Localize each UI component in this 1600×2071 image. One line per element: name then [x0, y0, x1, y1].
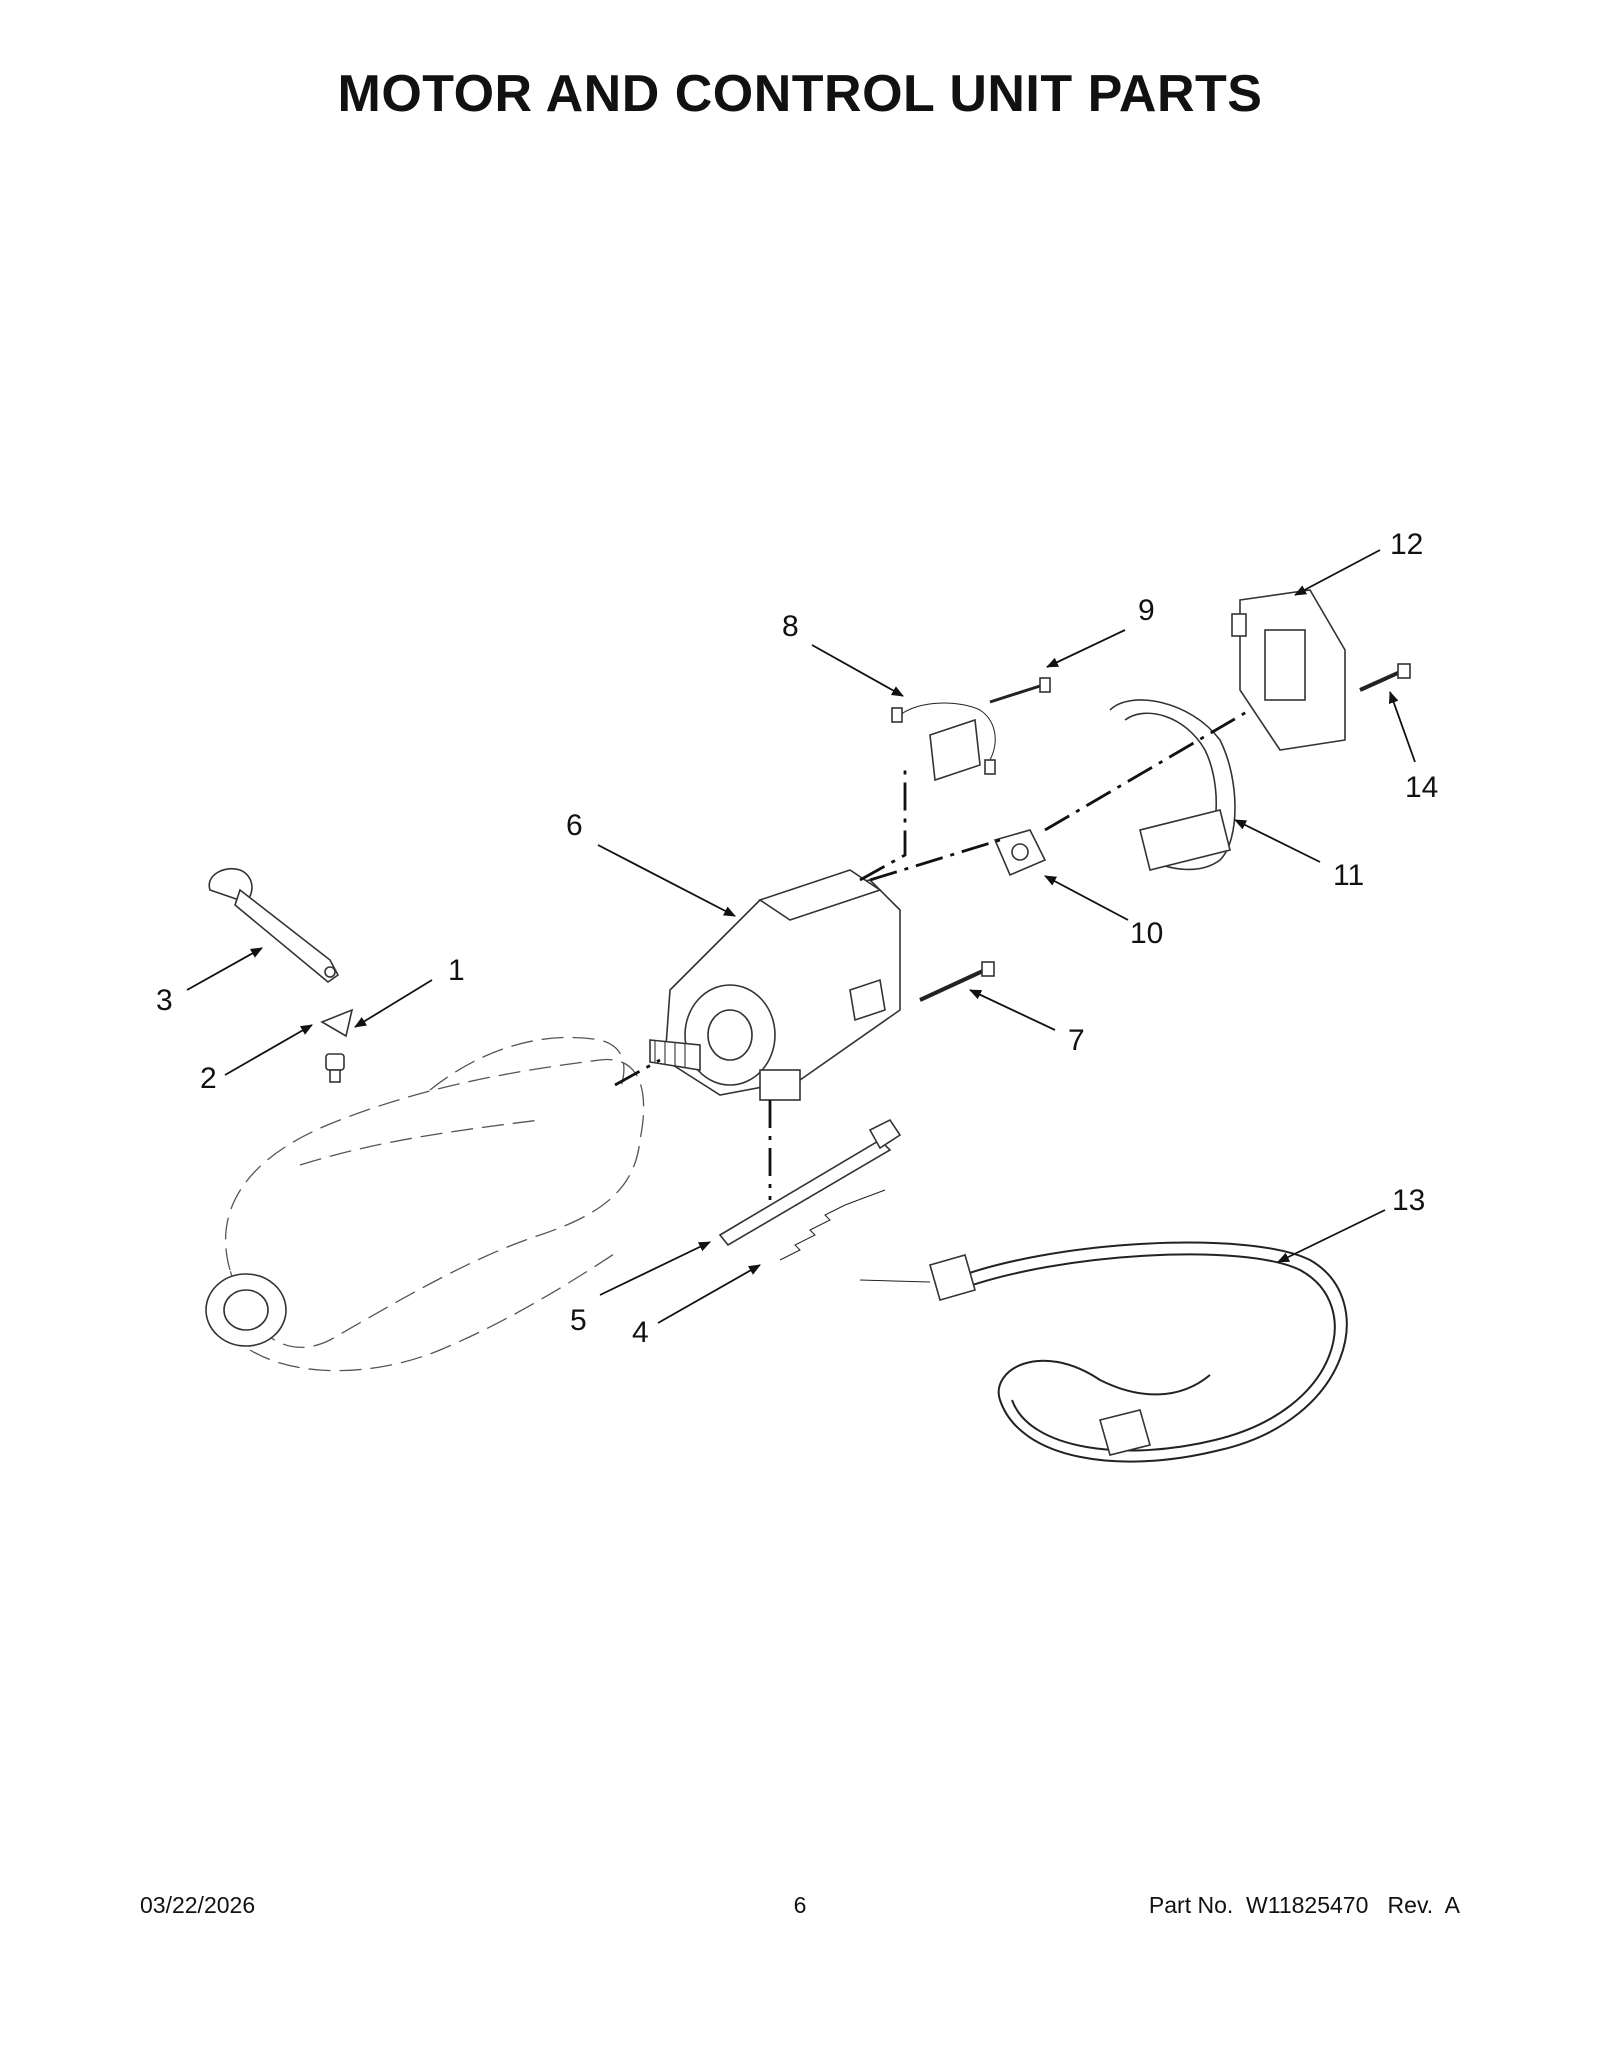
callout-7: 7 [1068, 1024, 1085, 1057]
callout-labels: 1 2 3 4 5 6 7 8 9 10 11 12 13 14 [156, 528, 1438, 1349]
part-7-bolt [919, 961, 995, 1002]
callout-13: 13 [1392, 1184, 1425, 1217]
part-5-rod [718, 1118, 902, 1247]
assembly-axes [614, 708, 1251, 1200]
part-12-control-board [1231, 589, 1346, 751]
part-14-screw [1359, 663, 1411, 692]
footer-part-number: Part No. W11825470 Rev. A [1148, 1892, 1460, 1918]
part-10-coupler [993, 829, 1047, 877]
part-11-ring [1109, 699, 1236, 871]
callout-4: 4 [632, 1316, 649, 1349]
callout-5: 5 [570, 1304, 587, 1337]
callout-11: 11 [1333, 859, 1364, 892]
part-8-bracket [891, 702, 996, 782]
mixer-housing-outline [205, 1036, 645, 1372]
callout-9: 9 [1138, 594, 1155, 627]
callout-10: 10 [1130, 917, 1163, 950]
callout-3: 3 [156, 984, 173, 1017]
callout-2: 2 [200, 1062, 217, 1095]
footer-date: 03/22/2026 [140, 1892, 256, 1918]
callout-leaders [186, 549, 1416, 1324]
part-3-lever [208, 868, 340, 984]
callout-14: 14 [1405, 771, 1438, 804]
part-9-screw [989, 677, 1051, 704]
callout-6: 6 [566, 809, 583, 842]
part-4-spring [779, 1189, 886, 1261]
part-1-screw [325, 1053, 345, 1083]
part-13-power-cord [859, 1241, 1348, 1463]
page-title: MOTOR AND CONTROL UNIT PARTS [337, 65, 1263, 123]
part-6-motor [649, 869, 901, 1101]
callout-8: 8 [782, 610, 799, 643]
callout-1: 1 [448, 954, 465, 987]
footer-page-number: 6 [793, 1892, 807, 1918]
part-2-washer [320, 1008, 354, 1038]
callout-12: 12 [1390, 528, 1423, 561]
